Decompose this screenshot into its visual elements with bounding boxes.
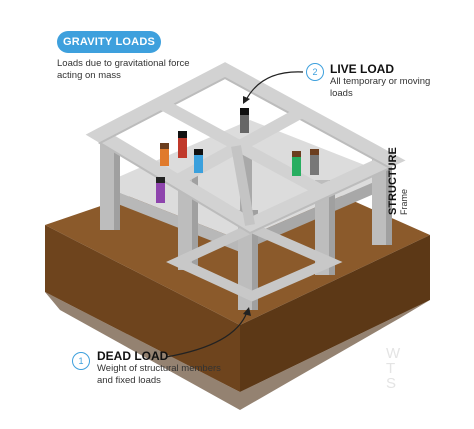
structure-label: STRUCTURE Frame [387,147,409,215]
live-load-number-badge: 2 [306,63,324,81]
watermark-text: W T S [386,345,401,392]
live-load-title: LIVE LOAD [330,62,395,76]
dead-load-title: DEAD LOAD [97,349,169,363]
structure-title: STRUCTURE [387,147,399,215]
person-figure [310,149,319,175]
dead-load-description: Weight of structural members and fixed l… [97,363,221,386]
person-figure [240,108,249,133]
person-figure [160,143,169,166]
structure-subtitle: Frame [399,188,409,215]
ground-beams [166,222,343,302]
gravity-loads-description: Loads due to gravitational force acting … [57,58,190,81]
person-figure [178,131,187,158]
people-figures [156,108,319,203]
dead-load-arrow [165,307,251,358]
gravity-loads-title: GRAVITY LOADS [57,31,161,53]
person-figure [292,151,301,176]
person-figure [156,177,165,203]
person-figure [194,149,203,173]
live-load-description: All temporary or moving loads [330,76,431,99]
live-load-arrow [243,71,304,104]
dead-load-number-badge: 1 [72,352,90,370]
